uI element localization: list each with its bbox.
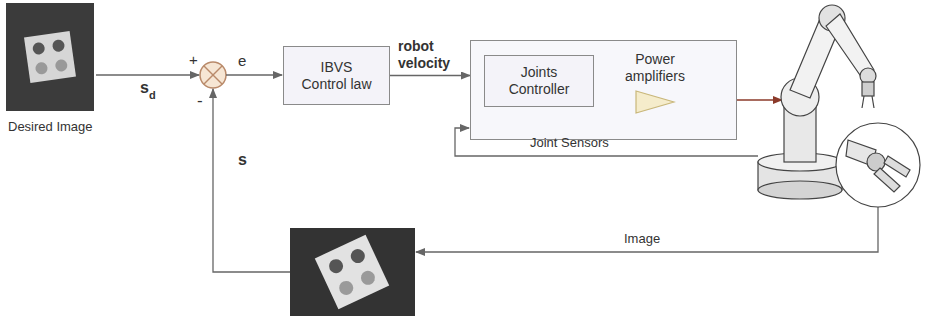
gripper-finger	[862, 96, 864, 108]
dot	[337, 279, 356, 298]
dot	[55, 59, 69, 73]
target-plate	[24, 31, 76, 83]
node-text: IBVS Control law	[297, 59, 377, 93]
junction-cross	[204, 66, 222, 84]
feature-feedback-wire	[213, 89, 290, 272]
dot	[35, 62, 49, 76]
node-text: Power amplifiers	[617, 51, 693, 85]
signal-name: s	[238, 152, 247, 168]
gripper-finger	[872, 96, 874, 108]
error-wire	[226, 74, 282, 75]
robot-base-bottom	[758, 181, 842, 199]
amplifier-symbol	[634, 89, 676, 115]
plate	[24, 31, 76, 83]
summing-junction	[200, 62, 226, 88]
zoom-circle	[836, 123, 920, 207]
process-box: Joints Controller	[484, 55, 594, 107]
signal-subscript: d	[149, 90, 156, 101]
drive-wire	[737, 99, 782, 101]
camera-zoom	[836, 123, 920, 207]
target-plate	[315, 235, 389, 309]
image-caption: Desired Image	[8, 120, 93, 133]
amplifier-outline	[636, 91, 674, 113]
amplifier-triangle: Power amplifiers	[609, 51, 701, 127]
signal-name: s	[140, 80, 149, 96]
process-box: IBVS Control law	[283, 46, 390, 105]
dot	[349, 247, 368, 266]
plate	[315, 235, 389, 309]
node-text: Joints Controller	[499, 64, 579, 98]
photo-ground	[290, 228, 415, 316]
signal-name: e	[238, 53, 246, 68]
camera-lens	[867, 153, 885, 171]
robot-controller-group: Joints Controller Power amplifiers	[470, 40, 737, 140]
gripper-jaw	[874, 168, 900, 192]
photo-ground	[6, 3, 94, 111]
gripper-jaw	[884, 156, 910, 177]
sign-mark: -	[197, 92, 203, 109]
dot	[32, 42, 46, 56]
dot	[359, 269, 378, 288]
signal-name: Joint Sensors	[530, 136, 609, 149]
desired-image-photo	[6, 3, 94, 111]
current-image-photo	[290, 228, 415, 316]
signal-arrow	[390, 75, 470, 76]
dot	[52, 39, 66, 53]
signal-name: Image	[624, 232, 660, 245]
junction-cross	[204, 66, 222, 84]
sign-mark: +	[189, 52, 198, 67]
reference-wire	[96, 74, 199, 75]
image-wire	[416, 207, 878, 252]
junction-circle	[200, 62, 226, 88]
dot	[327, 257, 346, 276]
robot-gripper	[862, 82, 874, 96]
edge-label: robot velocity	[398, 38, 462, 72]
